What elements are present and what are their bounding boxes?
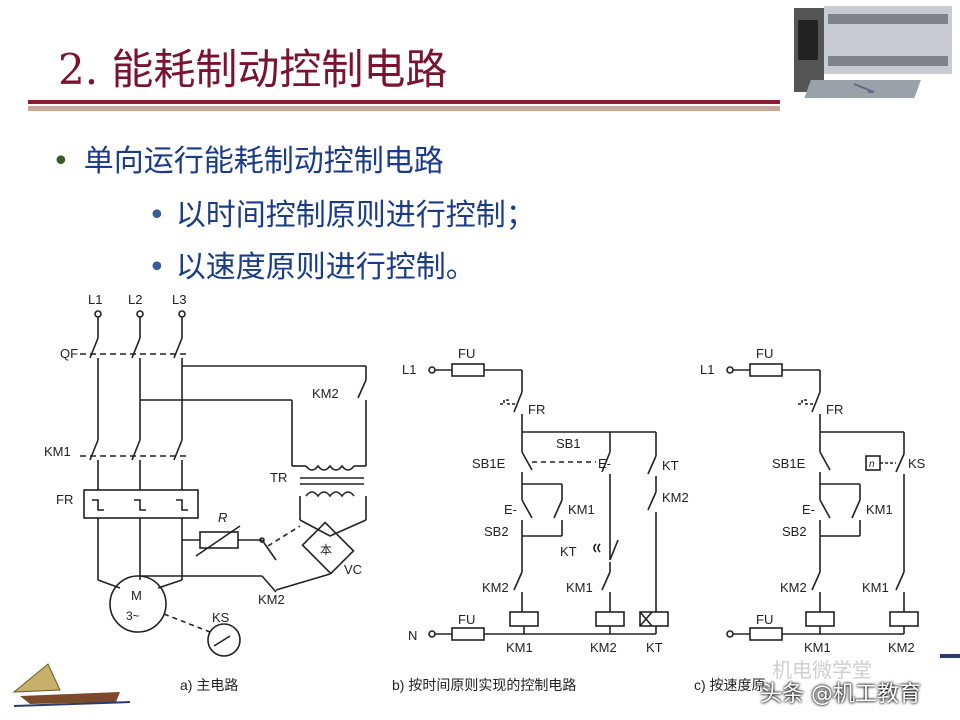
- svg-text:本: 本: [320, 543, 332, 557]
- svg-text:E-: E-: [802, 502, 815, 517]
- watermark: 头条 @机工教育: [760, 682, 921, 707]
- label-l1-c: L1: [700, 362, 714, 377]
- caption-b: b) 按时间原则实现的控制电路: [392, 677, 576, 693]
- faded-watermark: 机电微学堂: [772, 658, 872, 682]
- plc-image: [794, 6, 952, 98]
- coil-kt-b: KT: [646, 640, 663, 655]
- label-r: R: [218, 510, 227, 525]
- sailboat-logo-icon: [12, 663, 131, 707]
- speed-control-circuit: L1 FU FR SB1E n KS E- SB2 KM1 KM2 KM1 FU…: [694, 346, 926, 693]
- label-km1-mid-b: KM1: [566, 580, 593, 595]
- label-n-b: N: [408, 628, 417, 643]
- coil-km1-c: KM1: [804, 640, 831, 655]
- label-motor-sub: 3~: [126, 609, 140, 623]
- circuit-diagram: L1 L2 L3 QF KM1 FR R M 3~ KS KM2: [12, 292, 960, 707]
- label-ks-a: KS: [212, 610, 230, 625]
- label-sb1e-c: SB1E: [772, 456, 806, 471]
- main-circuit: L1 L2 L3 QF KM1 FR R M 3~ KS KM2: [44, 292, 367, 693]
- label-ks-c: KS: [908, 456, 926, 471]
- label-fr-b: FR: [528, 402, 545, 417]
- label-fr: FR: [56, 492, 73, 507]
- coil-km2-b: KM2: [590, 640, 617, 655]
- label-vc: VC: [344, 562, 362, 577]
- label-km2-top: KM2: [312, 386, 339, 401]
- label-km2-bot: KM2: [258, 592, 285, 607]
- svg-text:E-: E-: [598, 456, 611, 471]
- title-rule-shadow: [28, 106, 780, 111]
- label-km1-hold-c: KM1: [866, 502, 893, 517]
- label-km2-left-c: KM2: [780, 580, 807, 595]
- label-km2-right-b: KM2: [662, 490, 689, 505]
- slide-title: 2. 能耗制动控制电路: [58, 45, 448, 94]
- caption-a: a) 主电路: [180, 677, 238, 693]
- label-km2-left-b: KM2: [482, 580, 509, 595]
- label-km1-right-c: KM1: [862, 580, 889, 595]
- bullet-sub-2-text: 以速度原则进行控制。: [175, 250, 476, 285]
- label-sb1-b: SB1: [556, 436, 581, 451]
- bullet-sub-2: •以速度原则进行控制。: [148, 250, 476, 285]
- label-sb2-b: SB2: [484, 524, 509, 539]
- caption-c: c) 按速度原: [694, 677, 766, 693]
- bullet-sub-1: •以时间控制原则进行控制；: [148, 198, 536, 233]
- bullet-main-text: 单向运行能耗制动控制电路: [83, 144, 444, 179]
- label-fu-top-b: FU: [458, 346, 475, 361]
- label-fr-c: FR: [826, 402, 843, 417]
- coil-km2-c: KM2: [888, 640, 915, 655]
- label-km1-hold-b: KM1: [568, 502, 595, 517]
- label-km1: KM1: [44, 444, 71, 459]
- label-l1-b: L1: [402, 362, 416, 377]
- label-kt-mid-b: KT: [560, 544, 577, 559]
- label-tr: TR: [270, 470, 287, 485]
- label-l3: L3: [172, 292, 186, 307]
- label-kt-right-b: KT: [662, 458, 679, 473]
- coil-km1-b: KM1: [506, 640, 533, 655]
- bullet-main: •单向运行能耗制动控制电路: [52, 144, 444, 179]
- label-sb1e-b: SB1E: [472, 456, 506, 471]
- label-ks-symbol-c: n: [869, 459, 875, 470]
- svg-text:E-: E-: [504, 502, 517, 517]
- bullet-sub-1-text: 以时间控制原则进行控制；: [175, 198, 536, 233]
- label-fu-top-c: FU: [756, 346, 773, 361]
- label-sb2-c: SB2: [782, 524, 807, 539]
- time-control-circuit: L1 FU FR SB1 SB1E E- KT KM2 E- SB2 KM1 K…: [392, 346, 689, 693]
- label-motor: M: [131, 588, 142, 603]
- label-fu-bot-c: FU: [756, 612, 773, 627]
- title-rule: [28, 100, 780, 104]
- label-l1: L1: [88, 292, 102, 307]
- label-l2: L2: [128, 292, 142, 307]
- label-qf: QF: [60, 346, 78, 361]
- label-fu-bot-b: FU: [458, 612, 475, 627]
